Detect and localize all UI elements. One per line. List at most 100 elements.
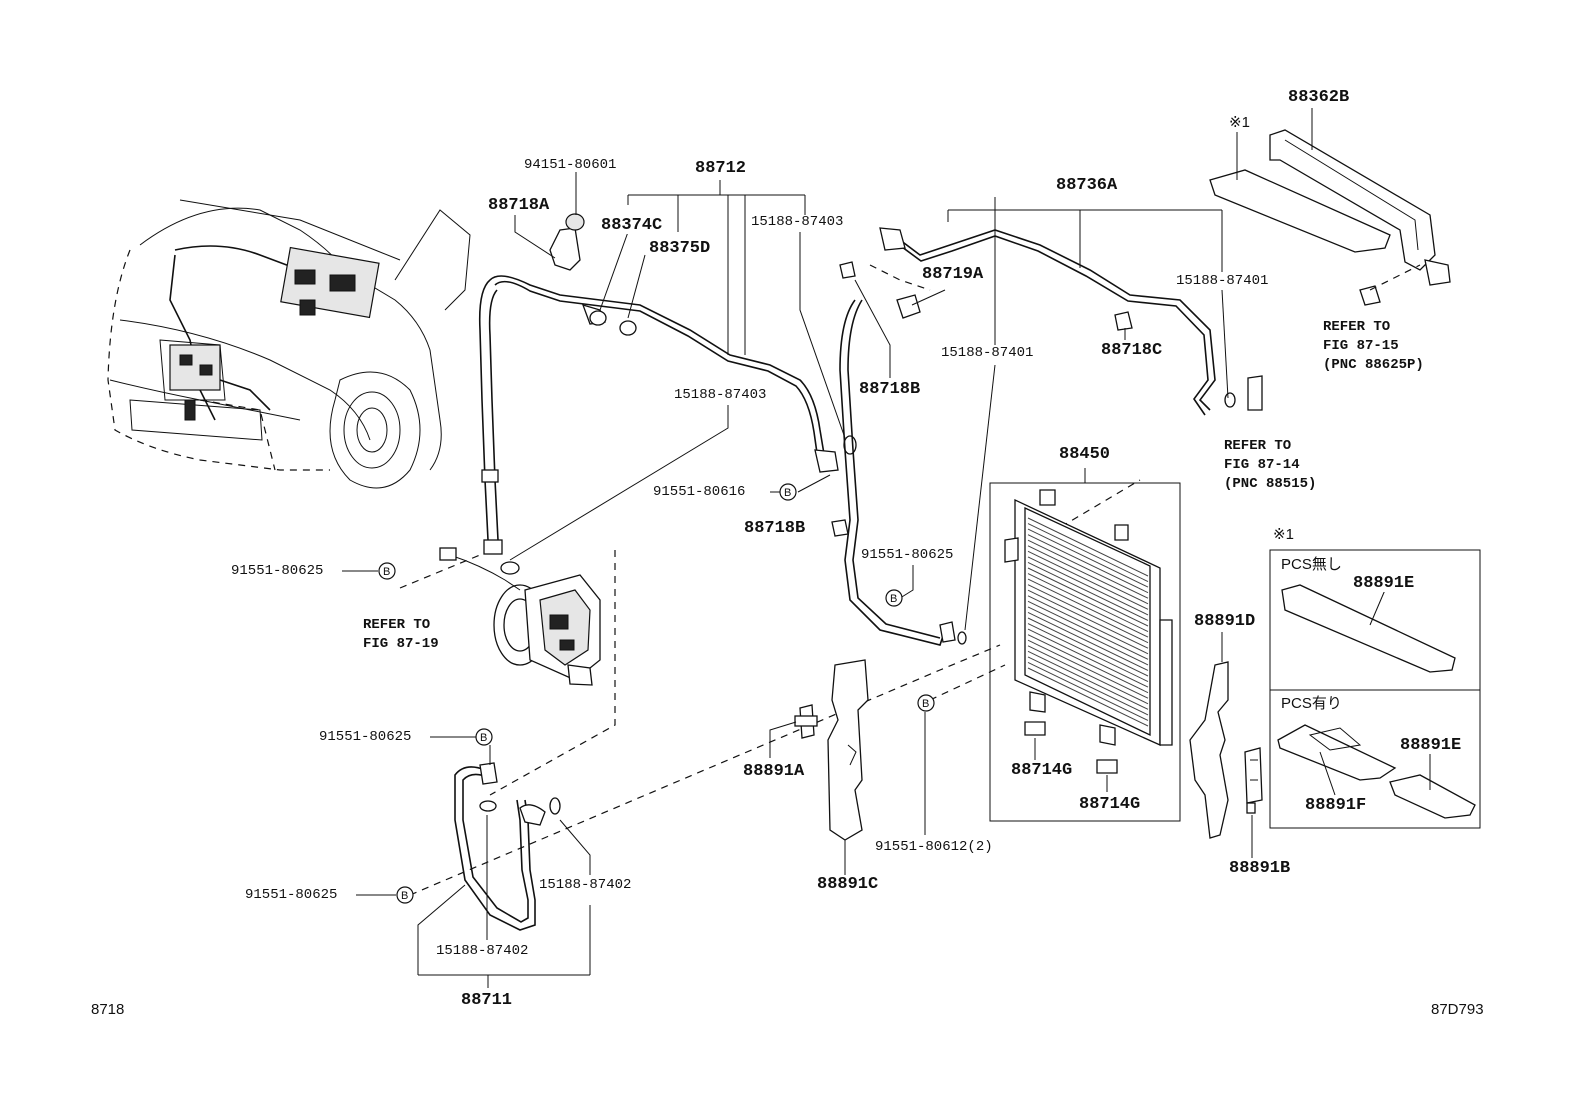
switch-88374C-88375D [549,213,637,336]
label-88718C: 88718C [1100,341,1164,360]
label-91551-80612: 91551-80612(2) [874,839,994,855]
svg-text:B: B [383,566,390,578]
figure-code-right: 87D793 [1430,1001,1485,1018]
condenser-fin [1027,639,1149,699]
badge-b-5: B [475,728,493,746]
condenser-fin [1027,545,1149,605]
label-88362B: 88362B [1287,88,1351,107]
car-illustration [107,199,471,489]
condenser-fin [1027,667,1149,727]
condenser-fin [1027,623,1149,683]
condenser-fin [1027,556,1149,616]
label-15188-87402-right: 15188-87402 [538,877,633,893]
condenser-fin [1027,534,1149,594]
condenser-fin [1027,573,1149,633]
note-mark-2: ※1 [1272,526,1295,543]
condenser-fin [1027,550,1149,610]
label-91551-80625-mid: 91551-80625 [318,729,413,745]
condenser-fin [1027,634,1149,694]
badge-b-4: B [917,694,935,712]
seal-88891D [1189,661,1229,839]
condenser-fin [1027,656,1149,716]
label-88891C: 88891C [816,875,880,894]
svg-text:B: B [922,698,929,710]
compressor [439,547,601,686]
label-88719A: 88719A [921,265,985,284]
label-88450: 88450 [1058,445,1112,464]
guide-line-4 [929,664,1006,701]
condenser-fin [1027,584,1149,644]
condenser-fin [1027,611,1149,671]
ref-fig-87-15: REFER TO FIG 87-15 (PNC 88625P) [1322,318,1425,375]
condenser-fin [1027,600,1149,660]
svg-text:B: B [890,593,897,605]
suction-hose-88711 [454,762,561,931]
liquid-tube-88736A [831,227,1263,646]
condenser-fin [1027,617,1149,677]
label-91551-80616: 91551-80616 [652,484,747,500]
ref-fig-87-19: REFER TO FIG 87-19 [362,616,440,654]
inset-box [1269,549,1481,829]
label-88374C: 88374C [600,216,664,235]
label-88891A: 88891A [742,762,806,781]
label-91551-80625-bottom: 91551-80625 [244,887,339,903]
condenser-88450 [989,482,1181,822]
badge-b-2: B [378,562,396,580]
guide-line-2 [399,554,481,589]
guide-line-3 [409,644,1001,896]
badge-b-6: B [396,886,414,904]
seal-88891C [827,659,869,841]
condenser-fin [1027,523,1149,583]
label-88891E-top: 88891E [1352,574,1416,593]
condenser-fin [1027,578,1149,638]
condenser-fin [1027,589,1149,649]
note-mark-1: ※1 [1228,114,1251,131]
label-15188-87401-middle: 15188-87401 [940,345,1035,361]
label-88891E-bottom: 88891E [1399,736,1463,755]
condenser-fin [1027,561,1149,621]
label-15188-87401-right: 15188-87401 [1175,273,1270,289]
condenser-fin [1027,539,1149,599]
condenser-fin [1027,567,1149,627]
condenser-fin [1027,517,1149,577]
label-88712: 88712 [694,159,748,178]
guide-line-1 [489,550,616,796]
label-with-pcs: PCS有り [1280,695,1343,712]
clip-88891B [1244,747,1263,814]
label-94151-80601: 94151-80601 [523,157,618,173]
svg-text:B: B [784,487,791,499]
label-15188-87402-bottom: 15188-87402 [435,943,530,959]
condenser-fin [1027,595,1149,655]
label-88718B-lower: 88718B [743,519,807,538]
label-88891D: 88891D [1193,612,1257,631]
label-88711: 88711 [460,991,514,1010]
label-88891B: 88891B [1228,859,1292,878]
condenser-fin [1027,645,1149,705]
condenser-fin [1027,606,1149,666]
svg-text:B: B [401,890,408,902]
label-15188-87403-lower: 15188-87403 [673,387,768,403]
label-91551-80625-condenser: 91551-80625 [860,547,955,563]
label-88891F: 88891F [1304,796,1368,815]
figure-code-left: 8718 [90,1001,126,1018]
condenser-fin [1027,528,1149,588]
guide-line-6 [869,264,931,291]
label-without-pcs: PCS無し [1280,556,1343,573]
condenser-fin [1027,661,1149,721]
label-88718A: 88718A [487,196,551,215]
badge-b-3: B [885,589,903,607]
condenser-fin [1027,650,1149,710]
badge-b-1: B [779,483,797,501]
clip-88891A [794,704,818,739]
seal-88362B [1209,129,1451,306]
svg-text:B: B [480,732,487,744]
label-88714G-right: 88714G [1078,795,1142,814]
label-88718B-upper: 88718B [858,380,922,399]
label-88375D: 88375D [648,239,712,258]
label-15188-87403-upper: 15188-87403 [750,214,845,230]
ref-fig-87-14: REFER TO FIG 87-14 (PNC 88515) [1223,437,1318,494]
leader-lines [342,108,1431,988]
label-91551-80625-top: 91551-80625 [230,563,325,579]
